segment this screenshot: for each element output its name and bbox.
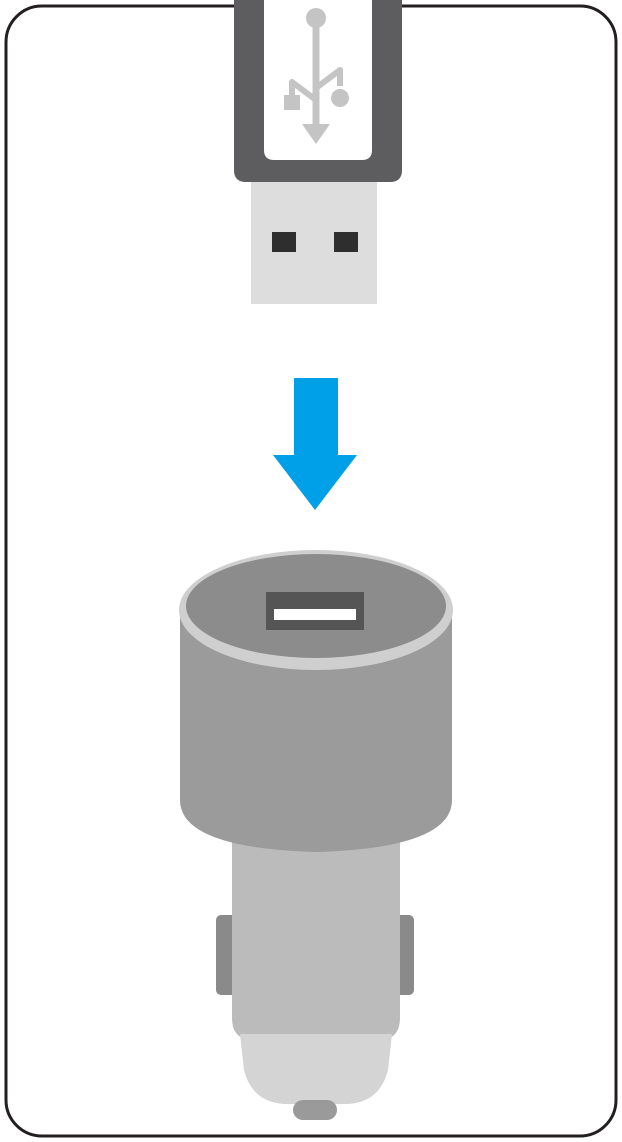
charger-neck	[232, 830, 400, 1040]
charger-tip-contact	[293, 1100, 337, 1120]
usb-plug	[251, 178, 377, 304]
charger-usb-port	[266, 592, 364, 630]
usb-plug-hole-right	[334, 232, 358, 252]
usb-flash-drive-icon	[234, 0, 402, 304]
usb-plug-hole-left	[272, 232, 296, 252]
charger-tip	[240, 1034, 392, 1104]
